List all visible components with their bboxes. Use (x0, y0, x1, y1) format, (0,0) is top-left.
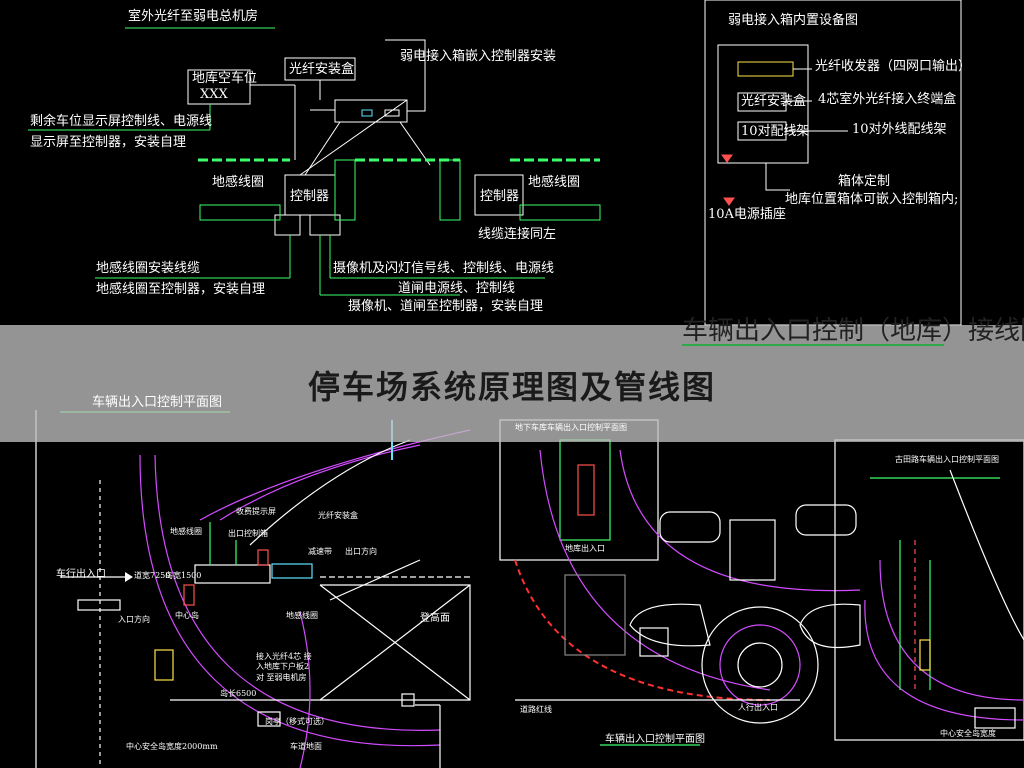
custom-box-line-2: 地库位置箱体可嵌入控制箱内; (785, 192, 959, 207)
center-island-label: 中心安全岛宽度2000mm (126, 742, 218, 751)
top-left-wiring-diagram (28, 27, 601, 296)
garage-entrance-label: 地库出入口 (565, 544, 605, 553)
loop-left-label: 地感线圈 (212, 175, 265, 190)
center-island-plan-label: 中心岛 (175, 611, 199, 620)
outdoor-fiber-label: 室外光纤至弱电总机房 (128, 9, 259, 24)
cable-note-label: 线缆连接同左 (478, 227, 557, 242)
camera-line-3: 摄像机、道闸至控制器，安装自理 (348, 299, 544, 314)
subtitle-underline (682, 344, 944, 346)
remaining-display-line-2: 显示屏至控制器，安装自理 (30, 135, 187, 150)
road-redline-label: 道路红线 (520, 705, 552, 714)
bottom-right-plan (834, 439, 1024, 741)
remaining-display-line-1: 剩余车位显示屏控制线、电源线 (30, 114, 213, 129)
plan-loop-label-2: 地感线圈 (286, 611, 318, 620)
loop-cable-line-1: 地感线圈安装线缆 (96, 261, 201, 276)
exit-controller-label: 出口控制箱 (228, 529, 268, 538)
entry-direction-label: 入口方向 (118, 615, 150, 624)
fiber-box-label: 光纤安装盒 (289, 62, 355, 77)
speed-bump-label: 减速带 (308, 547, 332, 556)
bottom-middle-footer: 车辆出入口控制平面图 (605, 734, 705, 745)
page-title: 停车场系统原理图及管线图 (307, 368, 716, 406)
ceiling-area-label: 登高面 (420, 613, 450, 624)
bottom-middle-title: 地下车库车辆出入口控制平面图 (515, 423, 627, 432)
top-right-equipment-box (704, 0, 962, 326)
bottom-right-title: 古田路车辆出入口控制平面图 (895, 455, 999, 464)
bottom-middle-plan (499, 419, 861, 746)
fee-display-label: 收费提示屏 (236, 507, 276, 516)
fiber-box-right-label: 光纤安装盒 (741, 94, 807, 109)
island-length-label: 岛长6500 (220, 689, 257, 698)
exit-direction-label: 出口方向 (345, 547, 377, 556)
controller-left-label: 控制器 (290, 189, 330, 204)
plan-loop-label-1: 地感线圈 (170, 527, 202, 536)
booth-label: 岗亭（移式可选） (265, 717, 329, 726)
patch-frame-note: 10对外线配线架 (852, 122, 947, 137)
loop-right-label: 地感线圈 (528, 175, 581, 190)
road-surface-label: 车道地面 (290, 742, 322, 751)
lane-width-dimension: 道宽7250 (134, 571, 171, 580)
bottom-left-title: 车辆出入口控制平面图 (92, 395, 223, 410)
power-socket-label: 10A电源插座 (708, 207, 786, 222)
loop-cable-line-2: 地感线圈至控制器，安装自理 (96, 282, 266, 297)
bottom-right-note: 中心安全岛宽度 (940, 729, 996, 738)
fiber-box-plan-label: 光纤安装盒 (318, 511, 358, 520)
pedestrian-entry-label: 人行出入口 (738, 703, 778, 712)
camera-line-1: 摄像机及闪灯信号线、控制线、电源线 (333, 261, 555, 276)
bottom-left-plan (35, 410, 471, 768)
parking-spaces-value: XXX (200, 87, 228, 102)
fiber-box-note: 4芯室外光纤接入终端盒 (818, 92, 957, 107)
transceiver-label: 光纤收发器（四网口输出） (815, 59, 972, 74)
island-width-dimension: 岛宽1500 (165, 571, 202, 580)
patch-frame-label: 10对配线架 (741, 124, 810, 139)
equipment-box-title: 弱电接入箱内置设备图 (728, 13, 859, 28)
parking-spaces-label: 地库空车位 (192, 71, 258, 86)
embed-box-label: 弱电接入箱嵌入控制器安装 (400, 49, 557, 64)
fiber-access-note: 接入光纤4芯 接入地库下户板2对 至弱电机房 (256, 652, 312, 682)
custom-box-line-1: 箱体定制 (838, 174, 891, 189)
exit-lane-label: 车行出入口 (56, 569, 106, 580)
wiring-diagram-subtitle: 车辆出入口控制（地库）接线图 (682, 316, 1024, 346)
camera-line-2: 道闸电源线、控制线 (398, 281, 516, 296)
controller-right-label: 控制器 (480, 189, 520, 204)
